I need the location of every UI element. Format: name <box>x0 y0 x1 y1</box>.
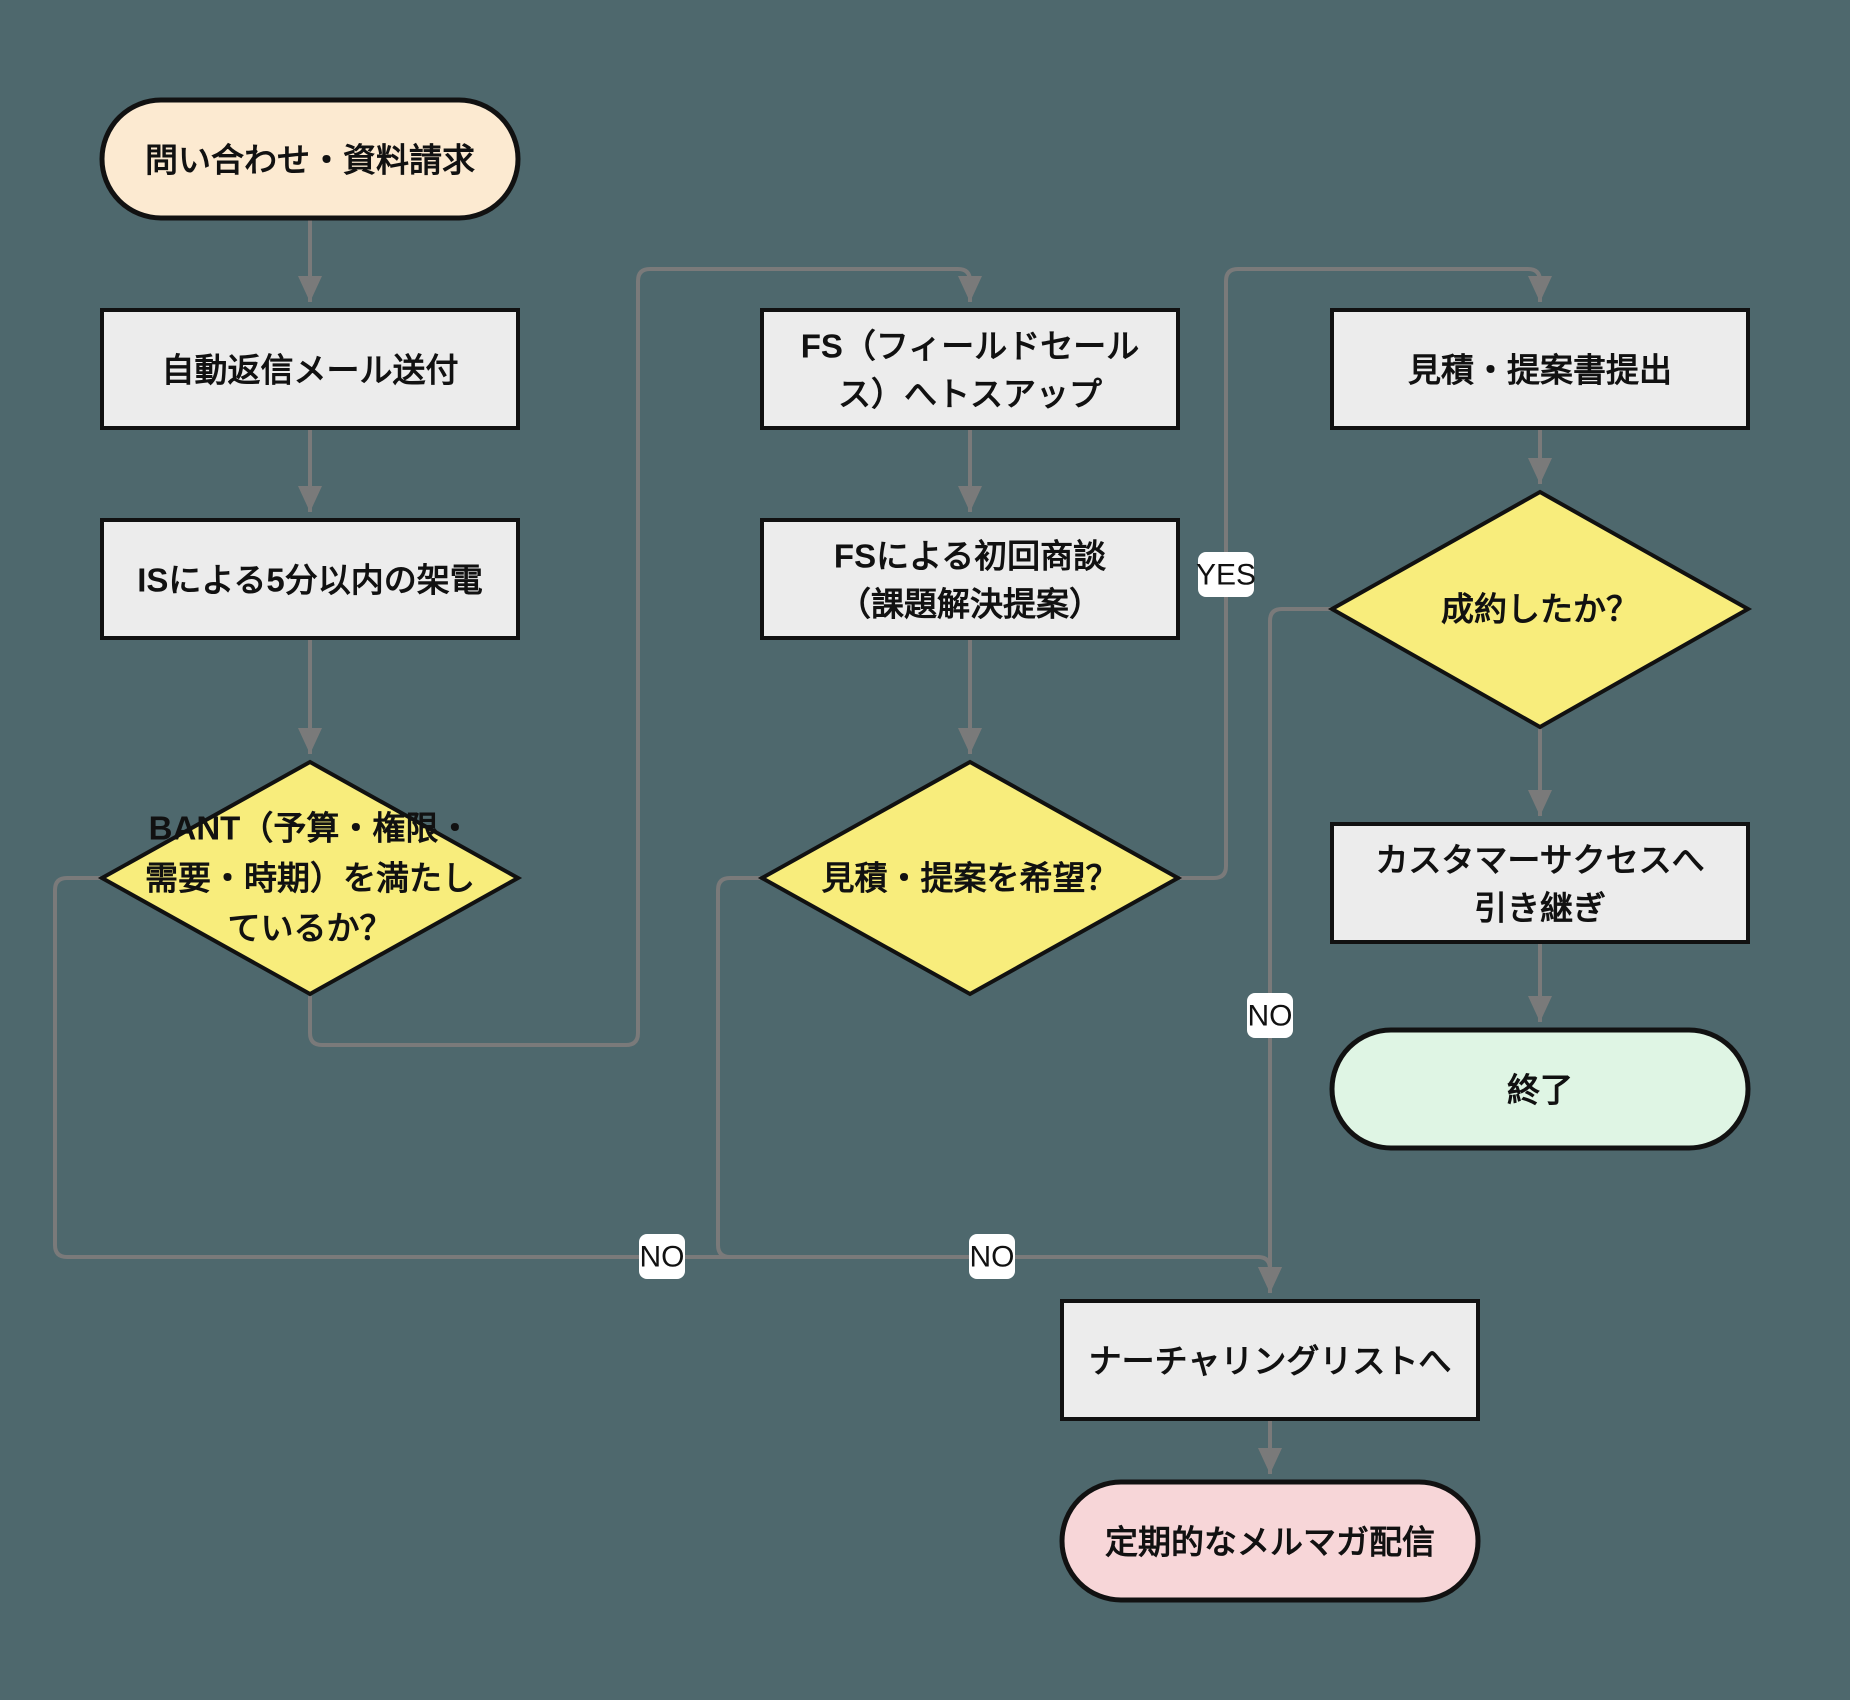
edge-label-no-closed: NO <box>1247 993 1293 1038</box>
no-label-box-wantproposal <box>969 1234 1015 1279</box>
node-fs-tossup: FS（フィールドセール ス）へトスアップ <box>760 308 1180 430</box>
cs-handover-shape <box>1330 822 1750 944</box>
edge-closed-no-to-nurturing <box>1258 607 1331 1293</box>
no-label-text-bant: NO <box>640 1241 685 1274</box>
bant-label-line1: BANT（予算・権限・ <box>149 810 472 847</box>
fs-tossup-shape <box>760 308 1180 430</box>
edge-label-yes: YES <box>1196 552 1256 597</box>
node-inquiry: 問い合わせ・資料請求 <box>99 97 521 221</box>
auto-reply-shape <box>100 308 520 430</box>
nurturing-shape <box>1060 1299 1480 1421</box>
fs-meeting-label-line1: FSによる初回商談 <box>834 538 1107 575</box>
fs-tossup-label-line2: ス）へトスアップ <box>838 376 1103 413</box>
node-fs-meeting: FSによる初回商談 （課題解決提案） <box>760 518 1180 640</box>
edge-label-no-bant: NO <box>639 1234 685 1279</box>
yes-label-text: YES <box>1196 559 1256 592</box>
node-nurturing: ナーチャリングリストへ <box>1060 1299 1480 1421</box>
closed-deal-shape <box>1327 489 1753 730</box>
no-label-text-wantproposal: NO <box>970 1241 1015 1274</box>
end-label: 終了 <box>1507 1072 1573 1109</box>
inquiry-label: 問い合わせ・資料請求 <box>145 142 475 179</box>
newsletter-shape <box>1059 1479 1481 1603</box>
bant-shape <box>97 759 523 997</box>
node-bant-decision: BANT（予算・権限・ 需要・時期）を満たし ているか？ <box>97 759 523 997</box>
bant-label-line3: ているか？ <box>228 910 393 947</box>
edge-wantproposal-yes-to-proposal <box>1180 267 1552 880</box>
edge-bant-no-to-nurturing <box>53 876 1282 1293</box>
newsletter-label: 定期的なメルマガ配信 <box>1105 1524 1435 1561</box>
node-cs-handover: カスタマーサクセスへ 引き継ぎ <box>1330 822 1750 944</box>
edge-label-no-wantproposal: NO <box>969 1234 1015 1279</box>
fs-meeting-shape <box>760 518 1180 640</box>
nurturing-label: ナーチャリングリストへ <box>1089 1343 1452 1380</box>
fs-tossup-label-line1: FS（フィールドセール <box>801 328 1140 365</box>
node-proposal-submit: 見積・提案書提出 <box>1330 308 1750 430</box>
node-newsletter: 定期的なメルマガ配信 <box>1059 1479 1481 1603</box>
auto-reply-label: 自動返信メール送付 <box>162 352 459 389</box>
cs-handover-label-line2: 引き継ぎ <box>1474 890 1606 927</box>
is-call-shape <box>100 518 520 640</box>
node-closed-deal-decision: 成約したか？ <box>1327 489 1753 730</box>
cs-handover-label-line1: カスタマーサクセスへ <box>1375 842 1704 879</box>
closed-deal-label: 成約したか？ <box>1441 591 1639 628</box>
want-proposal-label: 見積・提案を希望？ <box>822 860 1119 897</box>
no-label-box-closed <box>1247 993 1293 1038</box>
edge-wantproposal-no-to-nurturing <box>716 876 1100 1259</box>
is-call-label: ISによる5分以内の架電 <box>137 562 483 599</box>
node-end: 終了 <box>1329 1027 1751 1151</box>
inquiry-shape <box>99 97 521 221</box>
edge-bant-to-fstossup <box>308 267 982 1047</box>
node-is-call: ISによる5分以内の架電 <box>100 518 520 640</box>
node-auto-reply: 自動返信メール送付 <box>100 308 520 430</box>
no-label-text-closed: NO <box>1248 1000 1293 1033</box>
proposal-submit-label: 見積・提案書提出 <box>1408 352 1672 389</box>
node-want-proposal-decision: 見積・提案を希望？ <box>757 759 1183 997</box>
bant-label-line2: 需要・時期）を満たし <box>145 860 475 897</box>
fs-meeting-label-line2: （課題解決提案） <box>838 586 1102 623</box>
proposal-submit-shape <box>1330 308 1750 430</box>
end-shape <box>1329 1027 1751 1151</box>
want-proposal-shape <box>757 759 1183 997</box>
no-label-box-bant <box>639 1234 685 1279</box>
yes-label-box <box>1198 552 1254 597</box>
